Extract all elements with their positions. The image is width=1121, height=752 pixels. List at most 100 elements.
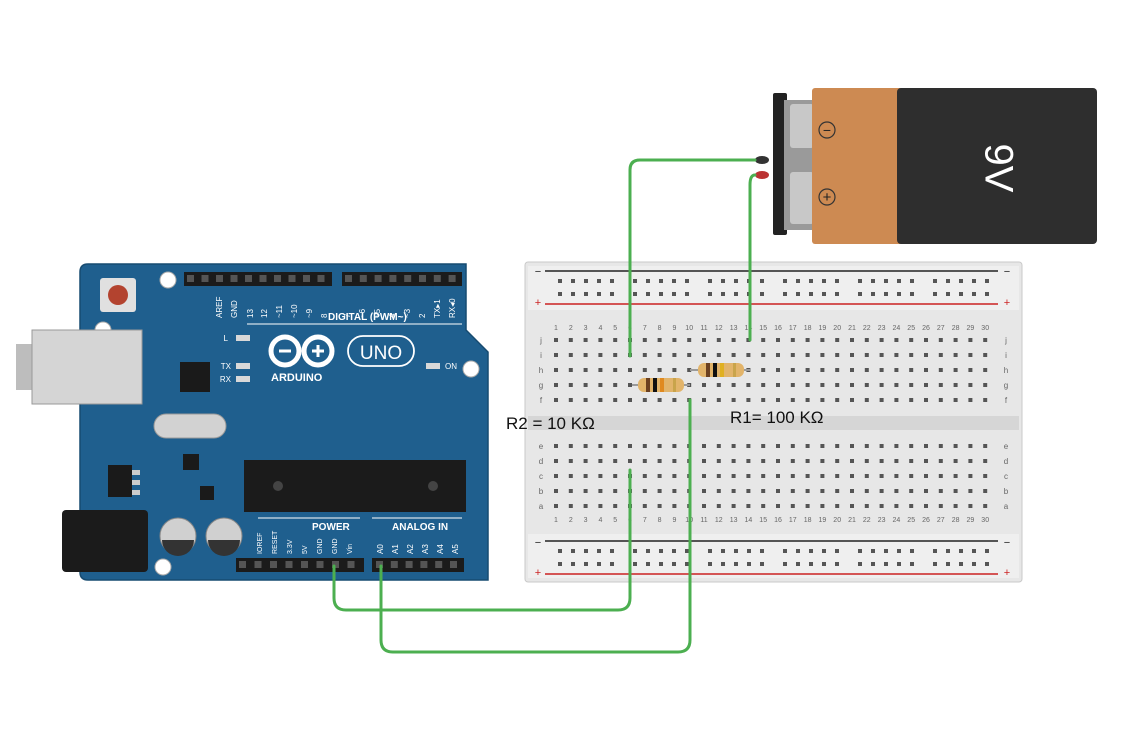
column-number: 28 (952, 325, 960, 332)
model-label: UNO (360, 343, 402, 364)
led-on-label: ON (445, 362, 457, 371)
power-analog-header (236, 558, 464, 572)
pin-label: TX▸1 (433, 299, 442, 318)
column-number: 16 (774, 517, 782, 524)
battery-pos-label: + (823, 189, 832, 206)
column-number: 17 (789, 517, 797, 524)
rail-symbol-minus: − (535, 266, 541, 278)
column-number: 23 (878, 325, 886, 332)
column-number: 8 (658, 517, 662, 524)
row-letter: a (539, 502, 544, 511)
analog-pin-label: A4 (436, 544, 445, 554)
analog-pin-label: A5 (451, 544, 460, 554)
power-pin-label: GND (317, 538, 324, 554)
pin-label: 2 (418, 313, 427, 318)
pin-label: ~10 (290, 304, 299, 318)
column-number: 30 (981, 517, 989, 524)
analog-pin-label: A3 (421, 544, 430, 554)
rail-symbol-minus: − (1004, 266, 1010, 278)
column-number: 19 (819, 325, 827, 332)
battery-9v: − + 9V (755, 88, 1097, 244)
row-letter: g (539, 381, 543, 390)
wire-gnd (332, 468, 632, 612)
pin-label: 4 (388, 313, 397, 318)
pin-label: ~3 (403, 308, 412, 318)
usb-connector (31, 329, 143, 405)
power-jack (62, 510, 148, 572)
column-number: 13 (730, 517, 738, 524)
pin-label: 13 (246, 309, 255, 318)
power-pin-label: IOREF (257, 533, 264, 554)
row-letter: g (1004, 381, 1008, 390)
column-number: 29 (967, 325, 975, 332)
rail-symbol-minus: − (1004, 537, 1010, 549)
pin-label: 8 (320, 313, 329, 318)
row-letter: d (539, 457, 543, 466)
row-letter: a (1004, 502, 1009, 511)
row-letter: b (539, 487, 544, 496)
column-number: 24 (893, 325, 901, 332)
power-pin-label: GND (332, 538, 339, 554)
pin-label: ~5 (373, 308, 382, 318)
pin-label: AREF (215, 297, 224, 318)
row-letter: c (1004, 472, 1008, 481)
column-number: 8 (658, 325, 662, 332)
pin-label: GND (230, 300, 239, 318)
row-letter: e (539, 442, 544, 451)
column-number: 10 (685, 325, 693, 332)
column-number: 24 (893, 517, 901, 524)
column-number: 25 (907, 517, 915, 524)
battery-body (812, 88, 904, 244)
column-number: 20 (833, 325, 841, 332)
power-pin-label: 3.3V (287, 539, 294, 554)
row-letter: j (539, 336, 542, 345)
rail-symbol-plus: + (1004, 567, 1010, 579)
led-rx-label: RX (220, 375, 232, 384)
column-number: 2 (569, 517, 573, 524)
column-number: 11 (700, 517, 707, 524)
column-number: 7 (643, 517, 647, 524)
column-number: 5 (613, 517, 617, 524)
resistor-r1 (690, 363, 750, 377)
column-number: 18 (804, 517, 812, 524)
column-number: 27 (937, 517, 945, 524)
wire-a0 (379, 398, 692, 654)
row-letter: h (539, 366, 543, 375)
column-number: 22 (863, 325, 871, 332)
power-pin-label: 5V (302, 545, 309, 554)
column-number: 11 (700, 325, 707, 332)
column-number: 3 (584, 325, 588, 332)
column-number: 16 (774, 325, 782, 332)
analog-pin-label: A1 (391, 544, 400, 554)
column-number: 15 (759, 325, 767, 332)
row-letter: d (1004, 457, 1008, 466)
pin-label: 12 (260, 309, 269, 318)
led-l-label: L (224, 334, 229, 343)
row-letter: e (1004, 442, 1009, 451)
digital-label: DIGITAL (PWM~) (328, 312, 407, 323)
battery-voltage-label: 9V (976, 144, 1020, 193)
column-number: 28 (952, 517, 960, 524)
column-number: 29 (967, 517, 975, 524)
column-number: 21 (848, 517, 856, 524)
column-number: 9 (672, 325, 676, 332)
column-number: 27 (937, 325, 945, 332)
column-number: 12 (715, 325, 723, 332)
column-number: 1 (554, 517, 558, 524)
row-letter: f (1005, 396, 1008, 405)
digital-header (184, 272, 462, 286)
resistor-r2 (632, 378, 690, 392)
arduino-logo-icon (268, 334, 335, 368)
power-pin-label: RESET (272, 530, 279, 554)
column-number: 9 (672, 517, 676, 524)
column-number: 5 (613, 325, 617, 332)
pin-label: ~6 (358, 308, 367, 318)
analog-label: ANALOG IN (392, 522, 448, 533)
column-number: 22 (863, 517, 871, 524)
column-number: 12 (715, 517, 723, 524)
wires (332, 158, 757, 654)
wire-battery-pos (748, 173, 757, 342)
power-label: POWER (312, 522, 351, 533)
